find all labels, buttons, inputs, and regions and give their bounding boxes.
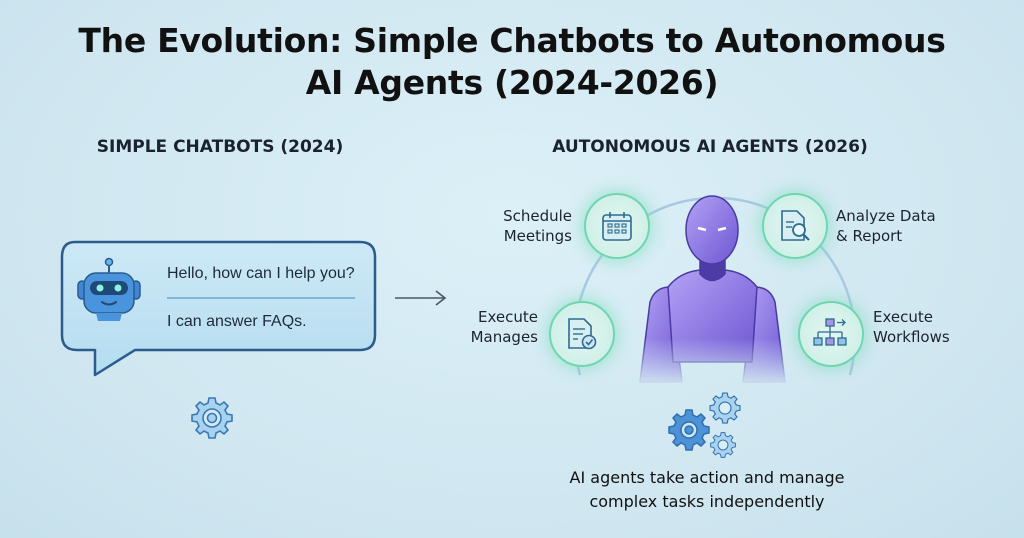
label-line: Analyze Data: [836, 207, 936, 225]
label-line: Schedule: [503, 207, 572, 225]
document-search-icon: [781, 210, 810, 241]
chat-message-greeting: Hello, how can I help you?: [167, 265, 355, 282]
workflow-icon: [813, 318, 847, 346]
agents-caption: AI agents take action and manage complex…: [507, 466, 907, 514]
capability-manages-circle: [549, 301, 615, 367]
caption-line-2: complex tasks independently: [589, 492, 825, 511]
title-line-1: The Evolution: Simple Chatbots to Autono…: [78, 21, 946, 60]
label-line: Execute: [478, 308, 538, 326]
page-title: The Evolution: Simple Chatbots to Autono…: [0, 20, 1024, 104]
document-check-icon: [568, 318, 597, 350]
label-line: Manages: [470, 328, 538, 346]
ai-agent-figure: [639, 195, 786, 383]
capability-manages-label: Execute Manages: [440, 307, 538, 347]
capability-schedule-circle: [584, 193, 650, 259]
label-line: Workflows: [873, 328, 950, 346]
chat-bubble: [60, 240, 377, 377]
label-line: Execute: [873, 308, 933, 326]
agents-heading: AUTONOMOUS AI AGENTS (2026): [552, 137, 868, 157]
arrow-right-icon: [395, 290, 447, 306]
calendar-icon: [602, 212, 632, 241]
chatbots-heading: SIMPLE CHATBOTS (2024): [96, 137, 344, 157]
gears-icon: [668, 392, 741, 458]
capability-workflows-circle: [798, 301, 864, 367]
robot-icon: [77, 257, 141, 321]
caption-line-1: AI agents take action and manage: [569, 468, 845, 487]
chat-message-faq: I can answer FAQs.: [167, 313, 307, 330]
title-line-2: AI Agents (2024-2026): [305, 63, 719, 102]
label-line: Meetings: [503, 227, 572, 245]
capability-workflows-label: Execute Workflows: [873, 307, 983, 347]
label-line: & Report: [836, 227, 903, 245]
capability-analyze-label: Analyze Data & Report: [836, 206, 966, 246]
capability-schedule-label: Schedule Meetings: [472, 206, 572, 246]
gear-icon: [191, 397, 233, 439]
capability-analyze-circle: [762, 193, 828, 259]
